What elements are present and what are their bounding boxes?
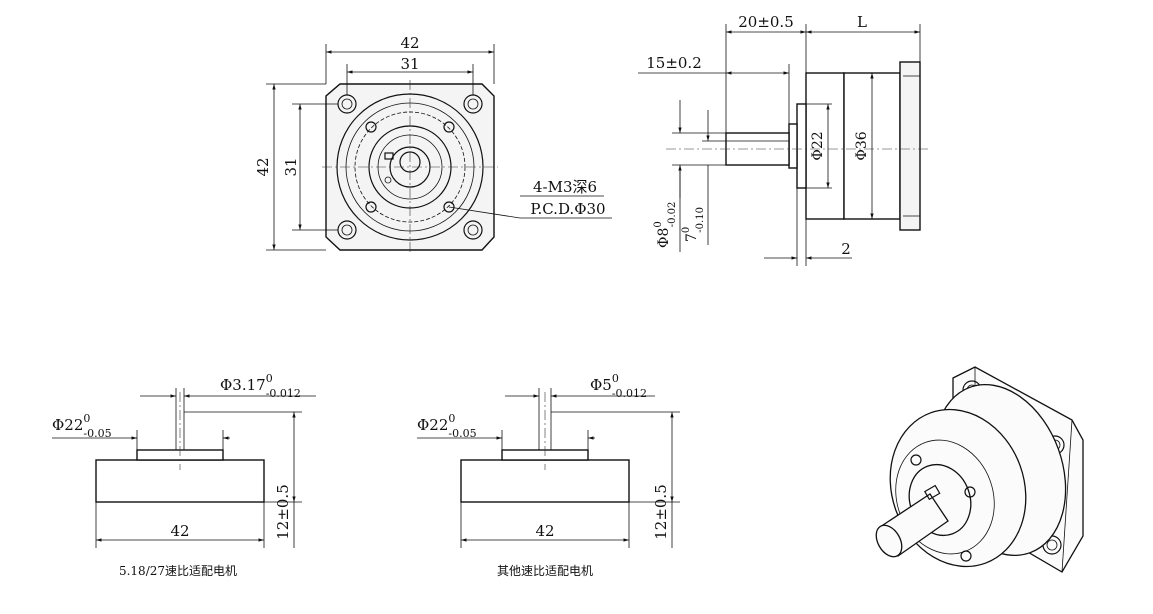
dim-outer-height: 42	[254, 157, 272, 176]
dim-518-spigot-tol-upper: 0	[83, 412, 90, 425]
dim-bolt-width: 31	[400, 55, 419, 73]
dim-other-spigot-tol-upper: 0	[448, 412, 455, 425]
front-corner-holes	[337, 94, 483, 240]
note-thread: 4-M3深6	[533, 178, 597, 196]
dim-bolt-height: 31	[282, 157, 300, 176]
dim-body-length: L	[857, 13, 867, 31]
dim-key-length: 15±0.2	[646, 54, 702, 72]
dim-other-height: 12±0.5	[652, 484, 670, 540]
dim-518-spigot-base: Φ22	[52, 416, 83, 434]
dim-key-height-base: 7	[684, 233, 700, 242]
dim-other-spigot-tol-lower: -0.05	[448, 427, 476, 440]
side-flange	[899, 61, 921, 231]
front-key	[384, 152, 394, 160]
dim-518-bore-base: Φ3.17	[220, 376, 266, 394]
dim-body-diameter: Φ36	[854, 131, 870, 160]
front-m3-holes	[365, 121, 455, 213]
dim-518-height: 12±0.5	[274, 484, 292, 540]
adapter-other-view: Φ50-0.012 Φ220-0.05 42 12±0.5 其他速比适配电机	[417, 372, 680, 578]
dim-key-height-tol-lower: -0.10	[695, 207, 706, 233]
dim-518-bore-tol-lower: -0.012	[266, 387, 301, 400]
dim-518-bore: Φ3.170 -0.012	[220, 372, 301, 400]
isometric-view	[875, 366, 1084, 573]
dim-518-width: 42	[170, 522, 189, 540]
note-pcd: P.C.D.Φ30	[530, 200, 605, 218]
caption-518: 5.18/27速比适配电机	[119, 564, 237, 578]
caption-other: 其他速比适配电机	[497, 564, 593, 578]
dim-pilot-diameter: Φ22	[810, 131, 826, 160]
side-pilot	[796, 103, 807, 189]
dim-other-width: 42	[535, 522, 554, 540]
dim-other-bore-tol-lower: -0.012	[612, 387, 647, 400]
dim-518-bore-tol-upper: 0	[266, 372, 273, 385]
dim-shaft-diameter-tol-lower: -0.02	[667, 202, 678, 228]
dim-other-bore-tol-upper: 0	[612, 372, 619, 385]
dim-other-spigot: Φ220 -0.05	[417, 412, 477, 440]
dim-key-height-tol-upper: 0	[681, 227, 692, 233]
dim-shaft-diameter-base: Φ8	[656, 228, 672, 248]
dim-outer-width: 42	[400, 34, 419, 52]
dim-pilot-depth: 2	[841, 240, 851, 258]
dim-518-spigot-tol-lower: -0.05	[83, 427, 111, 440]
front-view: 42 31 42 31 4-M3深6 P.C.D.Φ30	[254, 34, 612, 254]
dim-other-spigot-base: Φ22	[417, 416, 448, 434]
dim-other-bore-base: Φ5	[590, 376, 612, 394]
dim-key-height: 70-0.10	[681, 207, 706, 242]
side-view: 20±0.5 L 15±0.2 Φ80-0.02 70-0.10 Φ22 Φ36…	[638, 13, 930, 266]
dim-shaft-diameter-tol-upper: 0	[653, 221, 664, 227]
adapter-518-view: Φ3.170-0.012 Φ220-0.05 42 12±0.5 5.18/27…	[52, 372, 316, 578]
dim-other-bore: Φ50 -0.012	[590, 372, 647, 400]
dim-shaft-length: 20±0.5	[738, 13, 794, 31]
dim-518-spigot: Φ220 -0.05	[52, 412, 112, 440]
dim-shaft-diameter: Φ80-0.02	[653, 202, 678, 248]
